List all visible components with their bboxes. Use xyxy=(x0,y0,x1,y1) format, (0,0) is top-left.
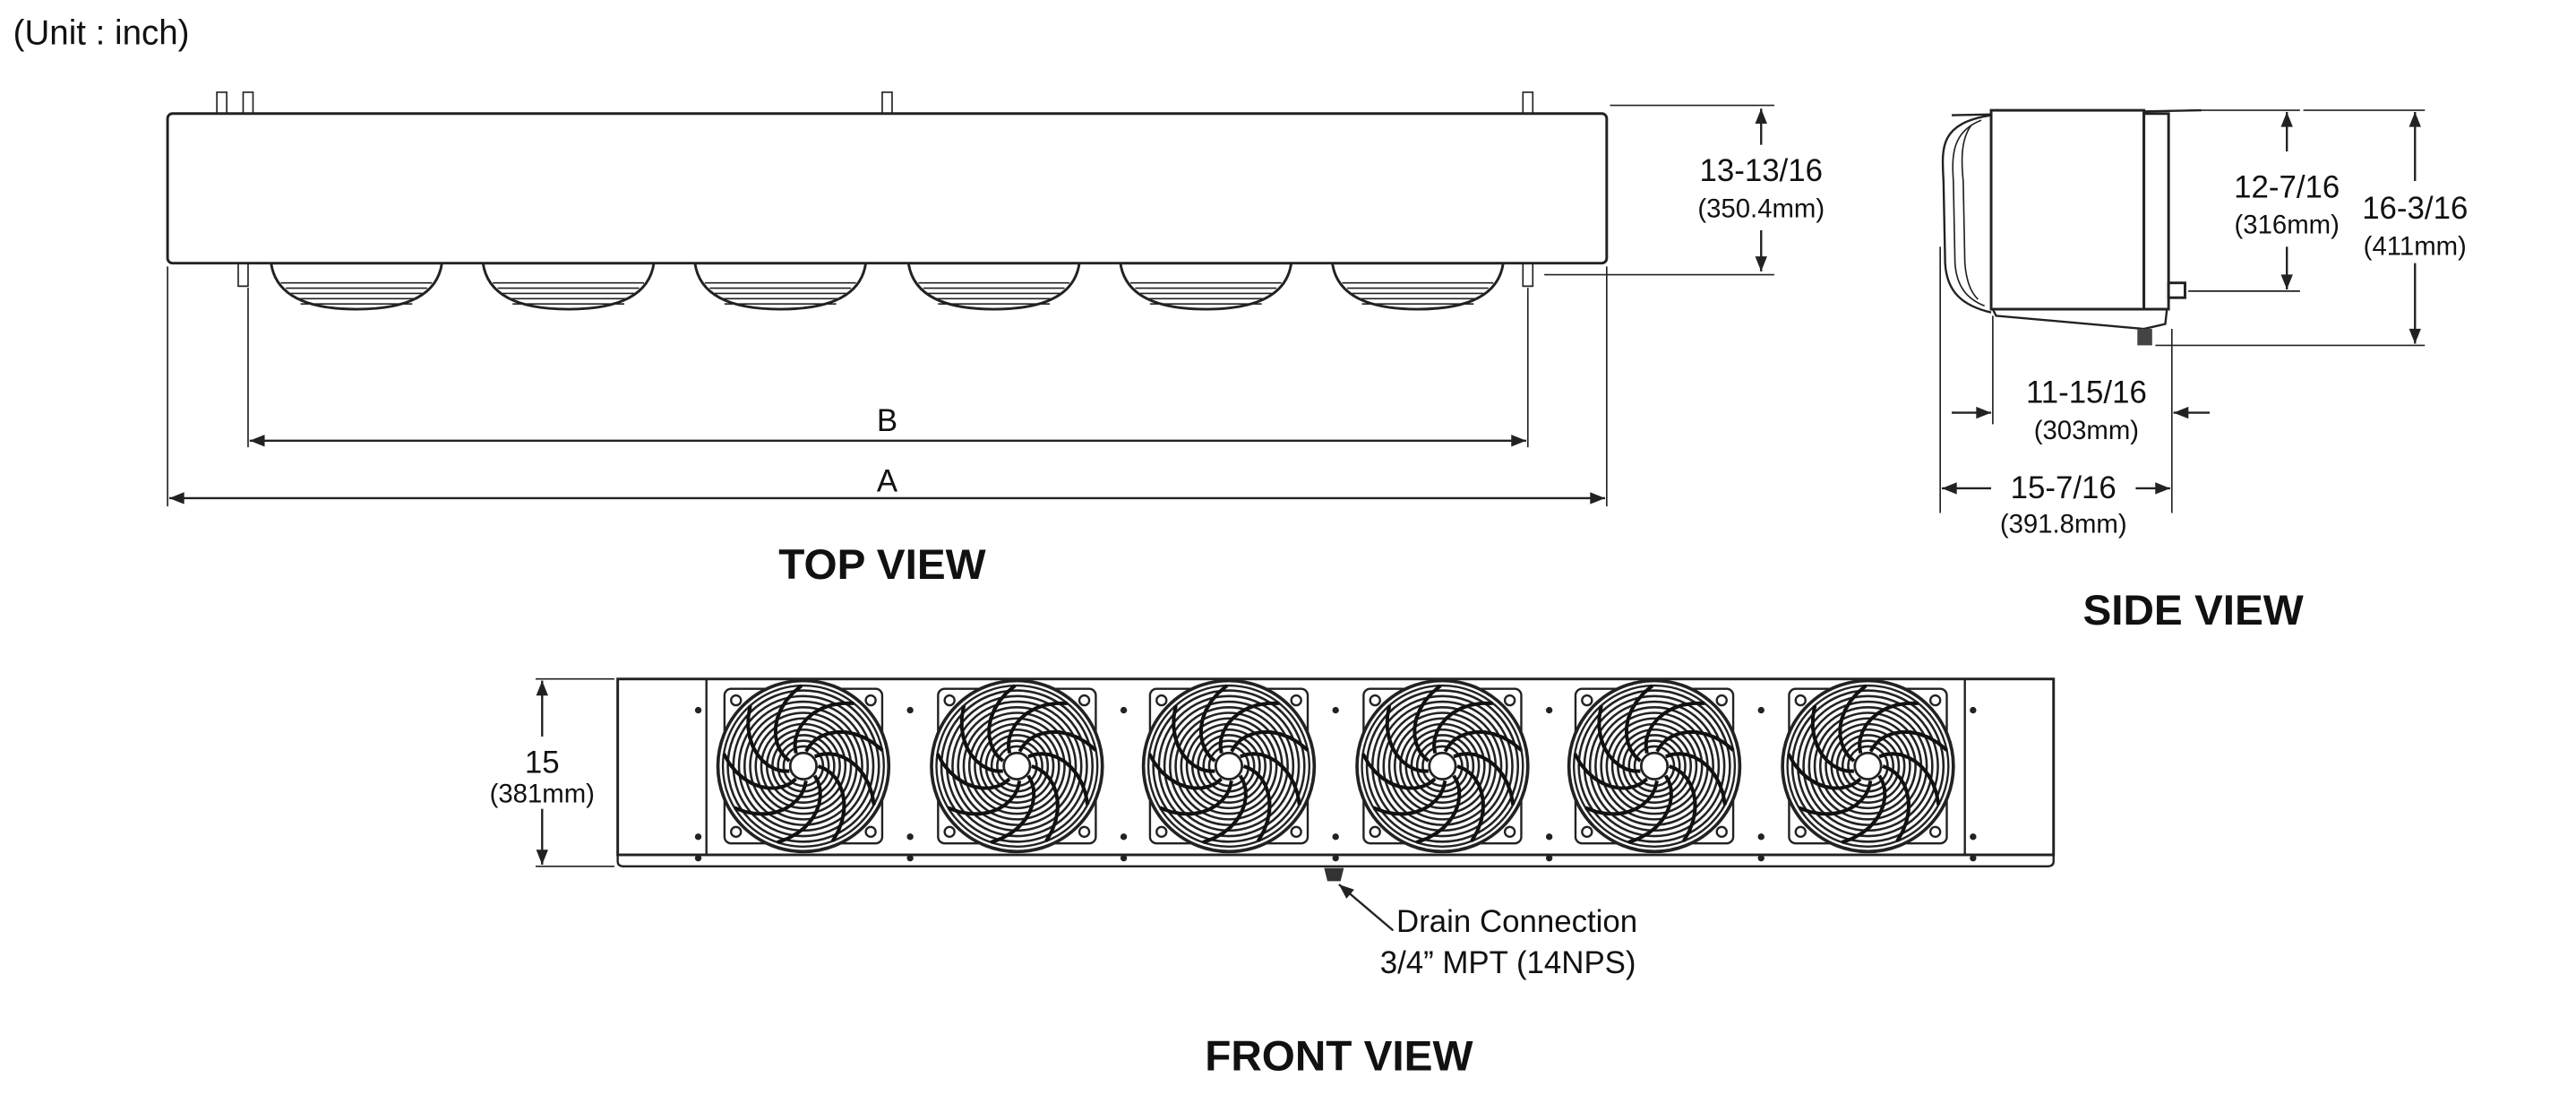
side-drain-fitting xyxy=(2137,329,2152,346)
top-view-fan-guards xyxy=(269,262,1505,311)
fan-guard xyxy=(1567,678,1742,854)
bolt xyxy=(694,854,702,862)
top-fan-guard xyxy=(1119,262,1293,311)
bolt xyxy=(1970,706,1977,714)
side-coil-height-mm: (316mm) xyxy=(2235,211,2340,240)
bolt xyxy=(1332,706,1339,714)
drain-spec: 3/4” MPT (14NPS) xyxy=(1380,945,1636,980)
drain-label: Drain Connection xyxy=(1396,904,1637,939)
fan-hub xyxy=(1428,751,1457,780)
front-bolts xyxy=(694,706,1977,862)
bolt xyxy=(1332,833,1339,841)
mounting-hook xyxy=(237,263,249,288)
mounting-hook xyxy=(881,91,893,114)
side-total-depth-in: 15-7/16 xyxy=(2011,470,2117,505)
bolt xyxy=(1120,706,1128,714)
side-total-height-mm: (411mm) xyxy=(2364,232,2467,262)
bolt xyxy=(694,706,702,714)
drain-fitting xyxy=(1324,867,1344,882)
mounting-hook xyxy=(216,91,228,114)
bolt xyxy=(1332,854,1339,862)
fan-guard xyxy=(930,678,1104,854)
unit-label: (Unit : inch) xyxy=(13,14,190,53)
bolt xyxy=(1757,706,1765,714)
fan-hub xyxy=(788,751,818,780)
side-coil-height-in: 12-7/16 xyxy=(2234,169,2340,204)
bolt xyxy=(1120,833,1128,841)
bolt xyxy=(694,833,702,841)
bolt xyxy=(906,833,914,841)
side-total-depth-mm: (391.8mm) xyxy=(2000,509,2127,539)
bolt xyxy=(1120,854,1128,862)
top-height-mm: (350.4mm) xyxy=(1697,194,1825,223)
top-fan-guard xyxy=(1330,262,1505,311)
fan-hub xyxy=(1214,751,1244,780)
top-height-in: 13-13/16 xyxy=(1699,153,1823,188)
top-fan-guard xyxy=(269,262,444,311)
side-view-title: SIDE VIEW xyxy=(2082,587,2303,634)
side-body-depth-mm: (303mm) xyxy=(2034,416,2139,445)
mounting-hook xyxy=(242,91,254,114)
bolt xyxy=(1545,706,1553,714)
bolt xyxy=(1970,833,1977,841)
side-pipe-stub xyxy=(2167,281,2186,299)
mounting-hook xyxy=(1522,263,1534,288)
front-fans xyxy=(716,678,1955,854)
top-view-cabinet xyxy=(166,112,1609,265)
fan-guard xyxy=(1355,678,1530,854)
front-height-in: 15 xyxy=(525,745,560,780)
top-fan-guard xyxy=(906,262,1081,311)
front-view-title: FRONT VIEW xyxy=(1205,1032,1473,1080)
bolt xyxy=(1545,854,1553,862)
side-view: 12-7/16 (316mm) 16-3/16 (411mm) 11-15/16… xyxy=(1939,108,2468,634)
fan-hub xyxy=(1002,751,1032,780)
dim-b-label: B xyxy=(877,403,897,438)
bolt xyxy=(1970,854,1977,862)
side-cabinet xyxy=(1989,108,2146,311)
top-view-title: TOP VIEW xyxy=(778,541,985,589)
fan-guard xyxy=(1141,678,1317,854)
top-fan-guard xyxy=(693,262,868,311)
side-fan-guard xyxy=(1941,114,1992,314)
dim-a-label: A xyxy=(877,464,898,499)
side-body-depth-in: 11-15/16 xyxy=(2026,375,2147,410)
fan-guard xyxy=(1781,678,1955,854)
front-view: 15 (381mm) Drain Connection 3/4” MPT (14… xyxy=(490,677,2056,1080)
top-fan-guard xyxy=(481,262,656,311)
bolt xyxy=(906,706,914,714)
fan-hub xyxy=(1639,751,1670,780)
front-height-mm: (381mm) xyxy=(490,779,595,808)
mounting-brackets xyxy=(216,91,1534,288)
fan-hub xyxy=(1853,751,1883,780)
bolt xyxy=(1757,854,1765,862)
bolt xyxy=(906,854,914,862)
drain-pan xyxy=(1990,307,2168,331)
top-view: 13-13/16 (350.4mm) B A TOP VIEW xyxy=(166,91,1825,589)
side-total-height-in: 16-3/16 xyxy=(2362,191,2468,226)
bolt xyxy=(1757,833,1765,841)
bolt xyxy=(1545,833,1553,841)
fan-guard xyxy=(716,678,891,854)
mounting-hook xyxy=(1522,91,1534,114)
front-drain-pan xyxy=(616,854,2055,868)
